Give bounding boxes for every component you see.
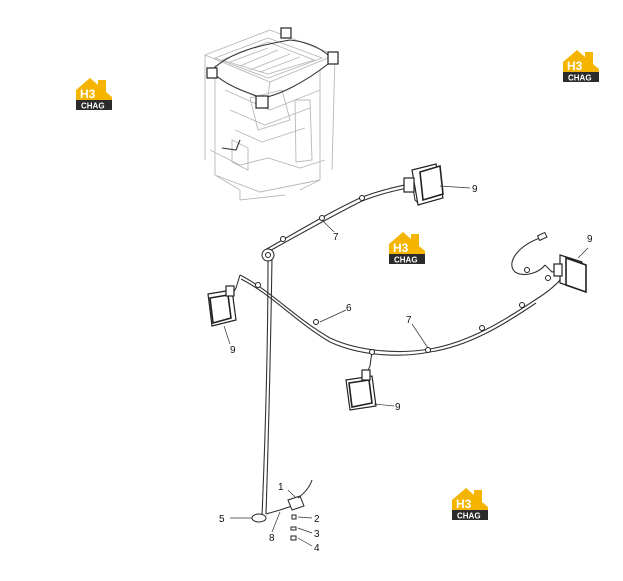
callout-3: 3	[314, 529, 320, 540]
callout-8: 8	[269, 533, 275, 544]
callout-7-lower: 7	[406, 315, 412, 326]
callout-2: 2	[314, 514, 320, 525]
svg-text:CHAG: CHAG	[394, 256, 418, 265]
callout-9-left: 9	[230, 345, 236, 356]
work-lamp-middle	[345, 369, 377, 411]
callout-6: 6	[346, 303, 352, 314]
work-lamp-left	[207, 285, 237, 327]
callout-7-upper: 7	[333, 232, 339, 243]
callout-9-middle: 9	[395, 402, 401, 413]
svg-text:CHAG: CHAG	[568, 74, 592, 83]
svg-text:CHAG: CHAG	[81, 102, 105, 111]
callout-1: 1	[278, 482, 284, 493]
callouts: 9 7 9 6 7 9 9 1 2 3 4 5 8	[219, 184, 593, 554]
callout-9-right: 9	[587, 234, 593, 245]
svg-text:H3: H3	[456, 497, 472, 511]
svg-text:CHAG: CHAG	[457, 512, 481, 521]
work-lamp-top-right	[403, 163, 444, 206]
work-lamp-right	[553, 254, 587, 294]
callout-9-top-right: 9	[472, 184, 478, 195]
watermark-logo: H3 CHAG	[452, 488, 488, 521]
leader-lines	[223, 185, 589, 547]
cab-overview	[203, 27, 339, 201]
watermark-logo: H3 CHAG	[389, 232, 425, 265]
watermark-logo: H3 CHAG	[76, 78, 112, 111]
callout-5: 5	[219, 514, 225, 525]
svg-text:H3: H3	[393, 241, 409, 255]
watermark-logo: H3 CHAG	[563, 50, 599, 83]
wiring-harness	[229, 181, 563, 541]
svg-text:H3: H3	[80, 87, 96, 101]
svg-text:H3: H3	[567, 59, 583, 73]
callout-4: 4	[314, 543, 320, 554]
